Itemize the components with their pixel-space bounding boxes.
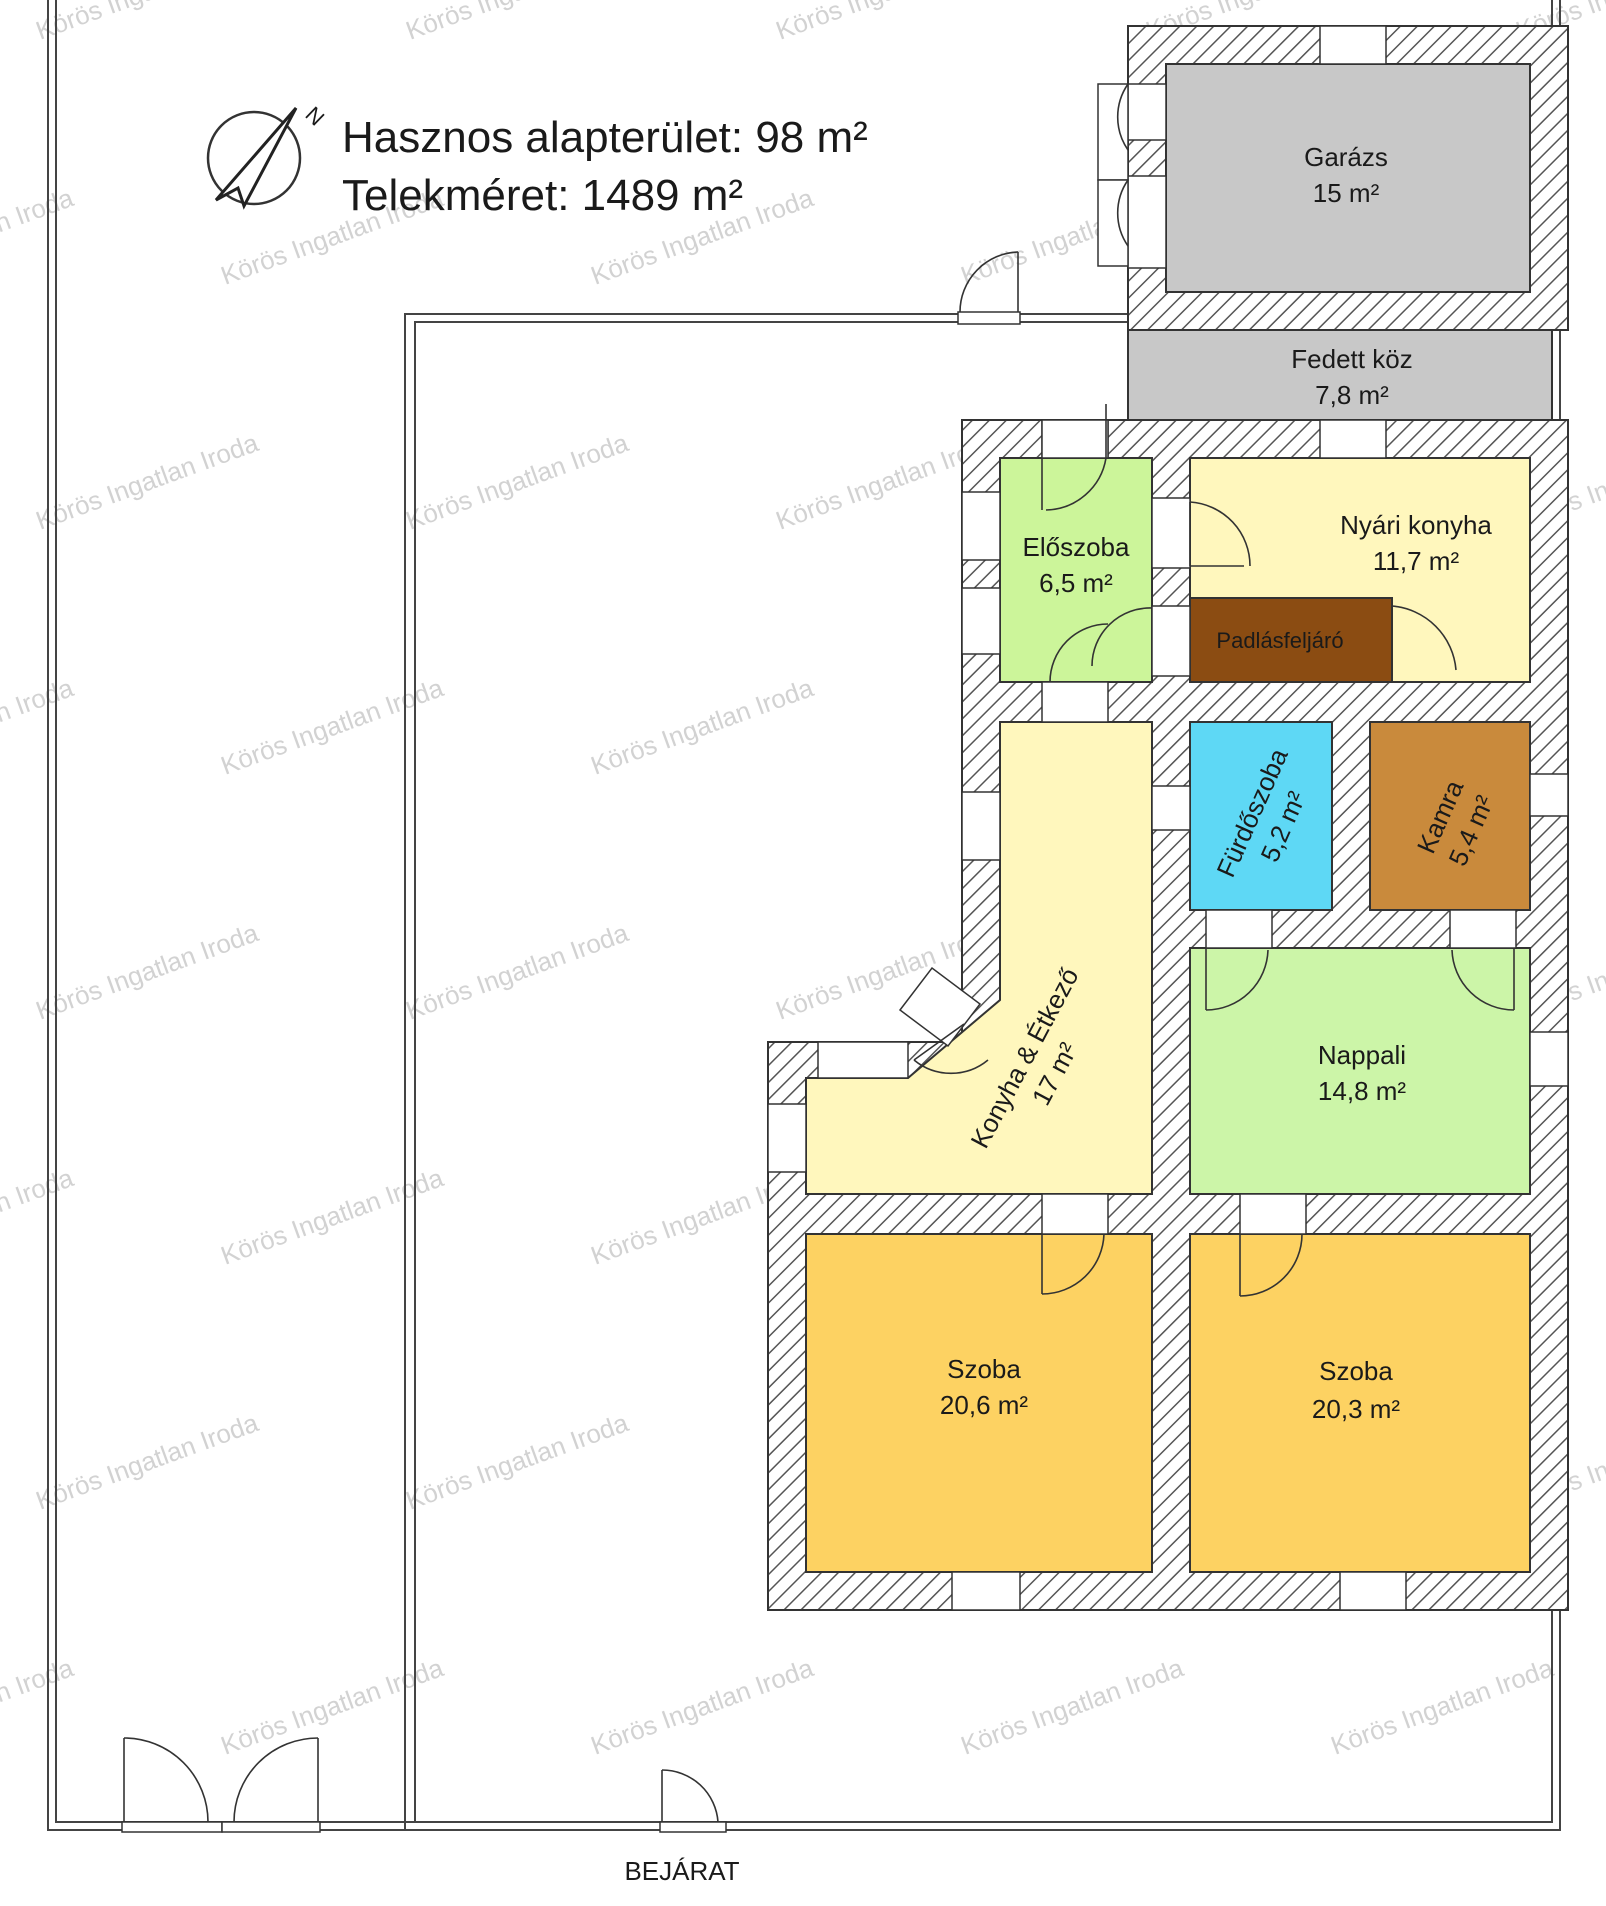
window-openings (767, 419, 1569, 1611)
watermark-text: Körös Ingatlan Iroda (0, 1162, 78, 1270)
nyari-konyha-area: 11,7 m² (1373, 546, 1460, 576)
szoba-1-area: 20,6 m² (940, 1390, 1028, 1420)
usable-area-label: Hasznos alapterület: 98 m² (342, 113, 868, 162)
room-furdoszoba (1189, 721, 1333, 911)
garazs-name: Garázs (1304, 142, 1388, 172)
watermark-text: Körös Ingatlan Iroda (217, 672, 448, 780)
padlasfeljaro-door-icon[interactable] (1391, 605, 1457, 676)
watermark-text: Körös Ingatlan Iroda (402, 917, 633, 1025)
courtyard-door-icon[interactable] (957, 251, 1021, 325)
watermark-text: Körös Ingatlan Iroda (402, 1407, 633, 1515)
szoba-2-name: Szoba (1319, 1356, 1393, 1386)
watermark-text: Körös Ingatlan Iroda (0, 672, 78, 780)
nyari-konyha-door-icon[interactable] (1189, 501, 1251, 567)
garazs-area: 15 m² (1313, 178, 1380, 208)
szoba-1-door-icon[interactable] (1041, 1233, 1105, 1295)
watermark-text: Körös Ingatlan Iroda (0, 1652, 78, 1760)
entrance-door-icon[interactable] (659, 1769, 727, 1833)
watermark-text: Körös Ingatlan Iroda (32, 917, 263, 1025)
room-fedett-koz (1127, 329, 1553, 421)
compass-n-label: N (301, 102, 330, 131)
house: Előszoba 6,5 m² Nyári konyha 11,7 m² Pad… (767, 404, 1569, 1611)
watermark-text: Körös Ingatlan Iroda (217, 1652, 448, 1760)
watermark-text: Körös Ingatlan Iroda (772, 0, 1003, 46)
nappali-area: 14,8 m² (1318, 1076, 1406, 1106)
watermark-text: Körös Ingatlan Iroda (32, 1407, 263, 1515)
watermark-text: Körös Ingatlan Iroda (0, 182, 78, 290)
eloszoba-area: 6,5 m² (1039, 568, 1113, 598)
watermark-text: Körös Ingatlan Iroda (587, 1652, 818, 1760)
garage-gate-icon[interactable] (1097, 83, 1129, 267)
double-gate-icon[interactable] (121, 1737, 321, 1833)
watermark-text: Körös Ingatlan Iroda (217, 1162, 448, 1270)
eloszoba-name: Előszoba (1023, 532, 1130, 562)
nappali-name: Nappali (1318, 1040, 1406, 1070)
watermark-text: Körös Ingatlan Iroda (957, 1652, 1188, 1760)
room-szoba-2 (1189, 1233, 1531, 1573)
nappali-door-icon[interactable] (1205, 948, 1515, 1011)
garage-block: Garázs 15 m² (1097, 25, 1569, 331)
padlasfeljaro-name: Padlásfeljáró (1216, 628, 1343, 653)
covered-passage: Fedett köz 7,8 m² (1127, 329, 1553, 421)
kitchen-diagonal-door-icon[interactable] (898, 966, 989, 1075)
watermark-text: Körös Ingatlan Iroda (32, 427, 263, 535)
watermark-text: Körös Ingatlan Iroda (402, 0, 633, 46)
fedett-koz-area: 7,8 m² (1315, 380, 1389, 410)
north-arrow-icon: N (206, 102, 330, 210)
szoba-2-area: 20,3 m² (1312, 1394, 1400, 1424)
room-kamra (1369, 721, 1531, 911)
room-eloszoba (999, 457, 1153, 683)
eloszoba-entry-door-icon[interactable] (1041, 404, 1109, 511)
eloszoba-inner-door-icon[interactable] (1049, 607, 1153, 683)
plot-size-label: Telekméret: 1489 m² (342, 171, 743, 220)
watermark-text: Körös Ingatlan Iroda (1327, 1652, 1558, 1760)
entrance-label: BEJÁRAT (624, 1856, 739, 1886)
room-szoba-1 (805, 1233, 1153, 1573)
watermark-text: Körös Ingatlan Iroda (32, 0, 263, 46)
nyari-konyha-name: Nyári konyha (1340, 510, 1492, 540)
watermark-text: Körös Ingatlan Iroda (587, 672, 818, 780)
szoba-1-name: Szoba (947, 1354, 1021, 1384)
room-nappali (1189, 947, 1531, 1195)
szoba-2-door-icon[interactable] (1239, 1233, 1303, 1297)
fedett-koz-name: Fedett köz (1291, 344, 1412, 374)
watermark-text: Körös Ingatlan Iroda (402, 427, 633, 535)
